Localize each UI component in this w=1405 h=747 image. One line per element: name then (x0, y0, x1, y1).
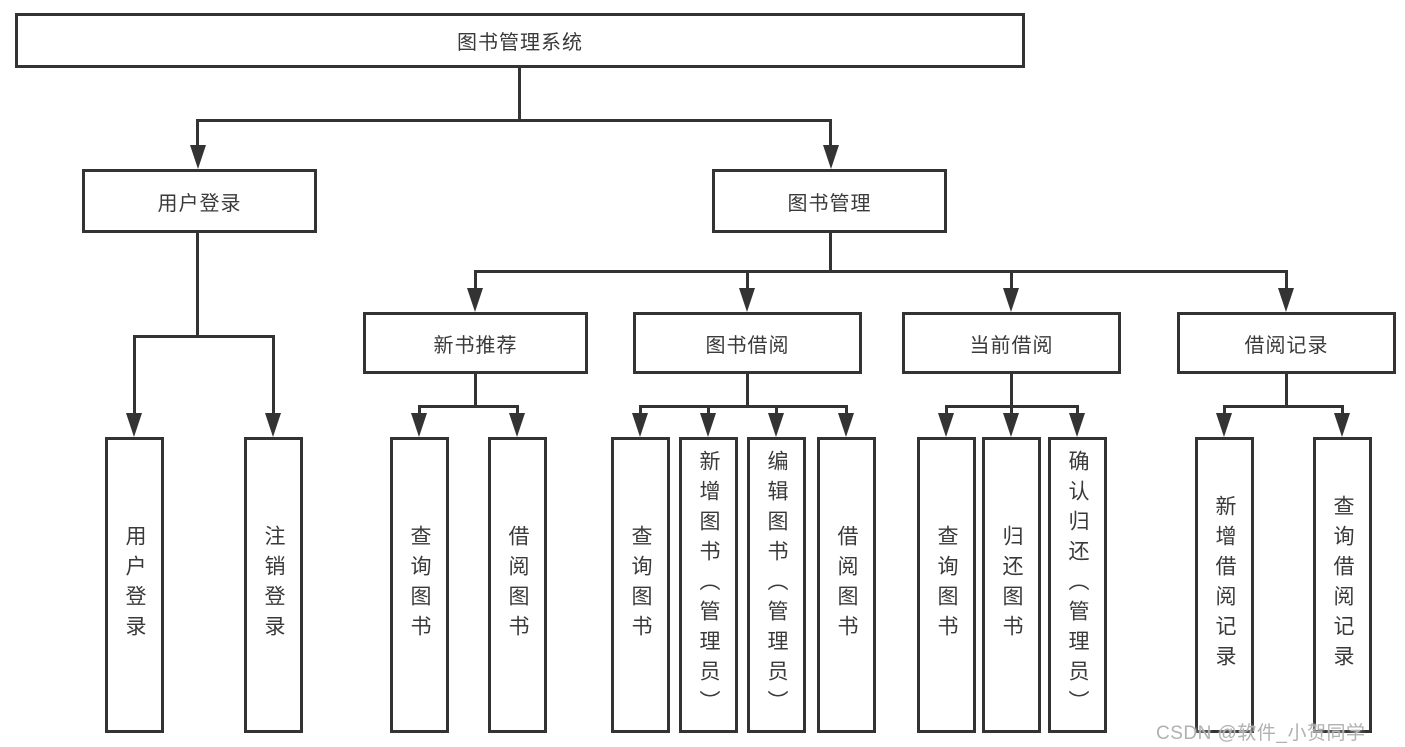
leaf-nb-query-books-label: 查询图书 (408, 525, 431, 645)
connector-drop-nb-borrow (516, 405, 519, 417)
connector-drop-bb-add (707, 405, 710, 417)
arrowhead-nb-borrow (509, 413, 525, 437)
leaf-bb-add-books: 新增图书（管理员） (679, 437, 738, 733)
node-book-borrow-label: 图书借阅 (705, 334, 790, 357)
leaf-user-login-label: 用户登录 (123, 525, 146, 645)
connector-book-mgmt-trunk (829, 233, 832, 272)
connector-book-borrow-branch (639, 405, 848, 408)
leaf-cb-query-books: 查询图书 (917, 437, 976, 733)
connector-new-books-branch (418, 405, 519, 408)
connector-drop-cb-return (1010, 405, 1013, 417)
connector-borrow-records-trunk (1285, 374, 1288, 407)
arrowhead-book-mgmt (823, 145, 839, 169)
leaf-logout: 注销登录 (244, 437, 303, 733)
node-borrow-records: 借阅记录 (1177, 312, 1396, 374)
connector-root-trunk (518, 68, 521, 122)
arrowhead-current-borrow (1003, 288, 1019, 312)
connector-drop-bb-query (639, 405, 642, 417)
connector-drop-cb-confirm (1076, 405, 1079, 417)
leaf-cb-query-books-label: 查询图书 (935, 525, 958, 645)
connector-drop-bb-edit (775, 405, 778, 417)
connector-user-login-branch (133, 335, 275, 338)
node-new-books: 新书推荐 (363, 312, 588, 374)
leaf-cb-return-books: 归还图书 (982, 437, 1041, 733)
arrowhead-bb-add (700, 413, 716, 437)
leaf-user-login: 用户登录 (105, 437, 164, 733)
leaf-nb-query-books: 查询图书 (390, 437, 449, 733)
connector-current-borrow-trunk (1010, 374, 1013, 407)
node-user-login-label: 用户登录 (157, 192, 242, 215)
arrowhead-book-borrow (739, 288, 755, 312)
connector-user-login-trunk (196, 233, 199, 337)
leaf-logout-label: 注销登录 (262, 525, 285, 645)
leaf-br-add-record-label: 新增借阅记录 (1213, 495, 1236, 675)
connector-drop-bb-borrow (845, 405, 848, 417)
connector-drop-borrow-records (1285, 270, 1288, 292)
arrowhead-leaf-user-login (126, 413, 142, 437)
node-library-system: 图书管理系统 (15, 13, 1025, 68)
leaf-nb-borrow-books: 借阅图书 (488, 437, 547, 733)
node-book-mgmt: 图书管理 (712, 169, 947, 233)
connector-book-mgmt-branch (474, 270, 1288, 273)
connector-root-branch (196, 119, 832, 122)
arrowhead-bb-borrow (838, 413, 854, 437)
node-library-system-label: 图书管理系统 (457, 32, 583, 54)
connector-book-borrow-trunk (746, 374, 749, 407)
leaf-br-add-record: 新增借阅记录 (1195, 437, 1254, 733)
arrowhead-cb-return (1003, 413, 1019, 437)
leaf-bb-edit-books: 编辑图书（管理员） (747, 437, 806, 733)
node-current-borrow: 当前借阅 (902, 312, 1121, 374)
node-book-borrow: 图书借阅 (633, 312, 862, 374)
connector-drop-user-login (196, 119, 199, 149)
connector-drop-nb-query (418, 405, 421, 417)
connector-new-books-trunk (474, 374, 477, 407)
node-current-borrow-label: 当前借阅 (969, 334, 1054, 357)
node-new-books-label: 新书推荐 (433, 334, 518, 357)
connector-drop-book-mgmt (829, 119, 832, 149)
connector-drop-leaf-user-login (133, 335, 136, 415)
node-book-mgmt-label: 图书管理 (787, 192, 872, 215)
connector-drop-book-borrow (746, 270, 749, 292)
connector-borrow-records-branch (1223, 405, 1344, 408)
arrowhead-user-login (190, 145, 206, 169)
leaf-cb-confirm-return: 确认归还（管理员） (1048, 437, 1107, 733)
arrowhead-cb-confirm (1069, 413, 1085, 437)
leaf-bb-query-books-label: 查询图书 (629, 525, 652, 645)
leaf-br-query-record: 查询借阅记录 (1313, 437, 1372, 733)
leaf-bb-edit-books-label: 编辑图书（管理员） (765, 450, 788, 720)
connector-drop-current-borrow (1010, 270, 1013, 292)
leaf-nb-borrow-books-label: 借阅图书 (506, 525, 529, 645)
arrowhead-borrow-records (1278, 288, 1294, 312)
leaf-bb-borrow-books-label: 借阅图书 (835, 525, 858, 645)
leaf-cb-confirm-return-label: 确认归还（管理员） (1066, 450, 1089, 720)
arrowhead-br-query (1334, 413, 1350, 437)
node-user-login: 用户登录 (82, 169, 317, 233)
arrowhead-cb-query (938, 413, 954, 437)
leaf-cb-return-books-label: 归还图书 (1000, 525, 1023, 645)
arrowhead-bb-query (632, 413, 648, 437)
leaf-bb-query-books: 查询图书 (611, 437, 670, 733)
leaf-bb-add-books-label: 新增图书（管理员） (697, 450, 720, 720)
arrowhead-new-books (467, 288, 483, 312)
csdn-watermark: CSDN @软件_小贺同学 (1156, 723, 1366, 744)
arrowhead-leaf-logout (265, 413, 281, 437)
connector-drop-new-books (474, 270, 477, 292)
connector-drop-br-query (1341, 405, 1344, 417)
node-borrow-records-label: 借阅记录 (1244, 334, 1329, 357)
connector-drop-leaf-logout (272, 335, 275, 415)
arrowhead-br-add (1216, 413, 1232, 437)
arrowhead-nb-query (411, 413, 427, 437)
arrowhead-bb-edit (768, 413, 784, 437)
connector-drop-br-add (1223, 405, 1226, 417)
leaf-br-query-record-label: 查询借阅记录 (1331, 495, 1354, 675)
connector-drop-cb-query (945, 405, 948, 417)
leaf-bb-borrow-books: 借阅图书 (817, 437, 876, 733)
